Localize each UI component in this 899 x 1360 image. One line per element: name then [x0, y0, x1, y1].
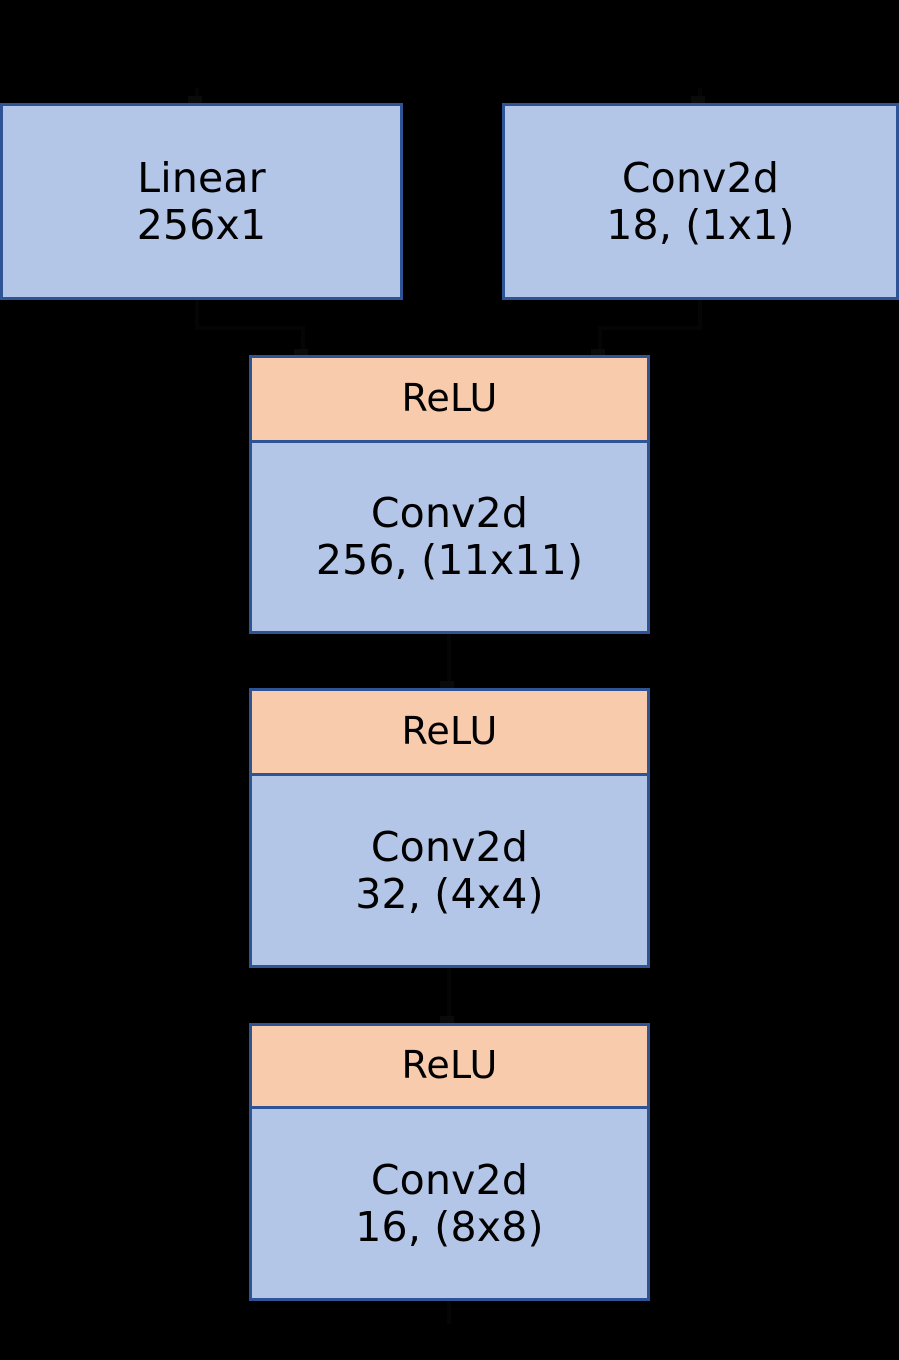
- node-block-conv32-subtitle: 32, (4x4): [355, 869, 544, 918]
- node-block-conv32-activation-band: ReLU: [252, 691, 647, 776]
- node-linear-head[interactable]: Linear 256x1: [0, 103, 403, 300]
- arrowhead-conv16-top: [440, 1016, 454, 1025]
- node-conv-head-title: Conv2d: [621, 153, 780, 202]
- arrowhead-linear-input: [188, 96, 202, 105]
- node-block-conv32-activation-label: ReLU: [401, 709, 498, 754]
- node-linear-head-subtitle: 256x1: [136, 200, 267, 249]
- edge-conv256-to-conv32: [447, 630, 451, 692]
- node-block-conv256-activation-label: ReLU: [401, 376, 498, 421]
- node-block-conv16-activation-label: ReLU: [401, 1043, 498, 1088]
- edge-linear-out-down: [195, 298, 199, 328]
- node-linear-head-title: Linear: [137, 153, 266, 202]
- node-block-conv16-subtitle: 16, (8x8): [355, 1202, 544, 1251]
- node-block-conv256[interactable]: ReLU Conv2d 256, (11x11): [249, 355, 650, 634]
- edge-conv-out-down: [698, 298, 702, 328]
- node-block-conv256-subtitle: 256, (11x11): [315, 536, 584, 584]
- node-block-conv32-body: Conv2d 32, (4x4): [252, 776, 647, 965]
- node-block-conv32-title: Conv2d: [370, 822, 529, 871]
- edge-linear-out-into-block: [301, 326, 305, 358]
- edge-conv-out-into-block: [598, 326, 602, 358]
- node-block-conv256-body: Conv2d 256, (11x11): [252, 443, 647, 631]
- node-block-conv32[interactable]: ReLU Conv2d 32, (4x4): [249, 688, 650, 968]
- edge-conv-out-across: [598, 326, 702, 330]
- node-conv-head[interactable]: Conv2d 18, (1x1): [502, 103, 899, 300]
- node-block-conv16-title: Conv2d: [370, 1155, 529, 1204]
- node-block-conv256-activation-band: ReLU: [252, 358, 647, 443]
- edge-linear-out-across: [195, 326, 305, 330]
- arrowhead-conv-input: [691, 96, 705, 105]
- arrowhead-into-block-right: [591, 349, 605, 358]
- node-block-conv16-body: Conv2d 16, (8x8): [252, 1109, 647, 1298]
- node-block-conv256-title: Conv2d: [370, 489, 529, 538]
- node-conv-head-subtitle: 18, (1x1): [606, 200, 795, 249]
- node-linear-head-body: Linear 256x1: [3, 106, 400, 297]
- edge-conv32-to-conv16: [447, 964, 451, 1026]
- node-conv-head-body: Conv2d 18, (1x1): [505, 106, 896, 297]
- node-block-conv16-activation-band: ReLU: [252, 1026, 647, 1109]
- edge-conv16-output-stem: [447, 1298, 451, 1324]
- node-block-conv16[interactable]: ReLU Conv2d 16, (8x8): [249, 1023, 650, 1301]
- arrowhead-conv32-top: [440, 681, 454, 690]
- arrowhead-into-block-left: [294, 349, 308, 358]
